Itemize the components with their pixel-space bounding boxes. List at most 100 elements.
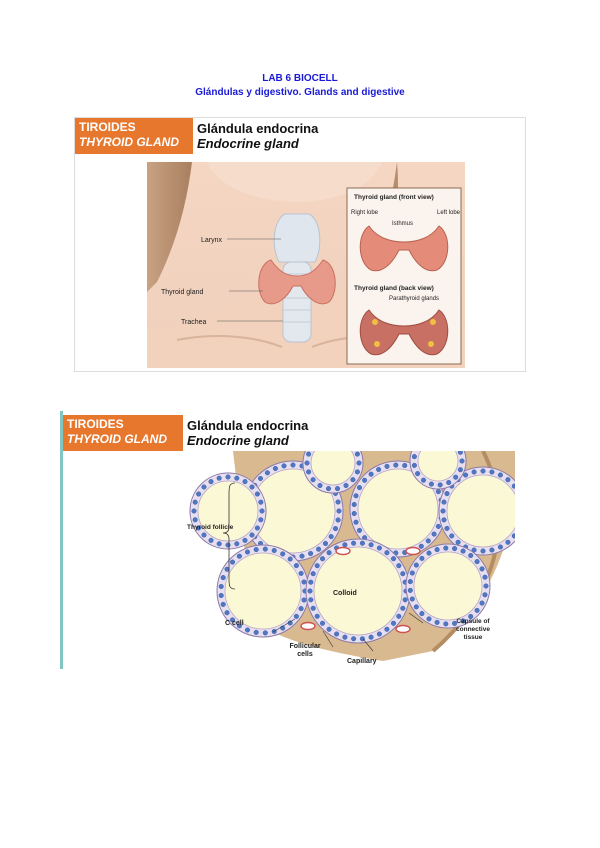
follicular-cell-nucleus — [400, 605, 406, 611]
inset-parathyroid: Parathyroid glands — [389, 296, 439, 302]
follicular-cell-nucleus — [420, 477, 426, 483]
follicular-cell-nucleus — [457, 467, 463, 473]
follicular-cell-nucleus — [505, 477, 511, 483]
capillary — [395, 624, 411, 634]
follicular-cell-nucleus — [281, 463, 287, 469]
follicular-cell-nucleus — [236, 623, 242, 629]
capillary-annotation: Capillary — [347, 658, 377, 665]
parathyroid-gland — [428, 341, 434, 347]
follicular-cell-nucleus — [407, 587, 413, 593]
follicular-cell-nucleus — [208, 479, 214, 485]
follicular-cell-nucleus — [468, 613, 474, 619]
follicular-cell-nucleus — [298, 570, 304, 576]
follicular-cell-nucleus — [328, 534, 334, 540]
follicular-cell-nucleus — [419, 555, 425, 561]
colloid — [413, 551, 483, 621]
follicular-cell-nucleus — [192, 517, 198, 523]
follicular-cell-nucleus — [441, 499, 447, 505]
follicular-cell-nucleus — [334, 631, 340, 637]
follicular-cell-nucleus — [471, 469, 477, 475]
capillary — [300, 621, 316, 631]
follicular-cell-nucleus — [452, 620, 458, 626]
slide1-side-label: Glándula endocrina Endocrine gland — [197, 121, 318, 151]
follicular-cell-nucleus — [413, 562, 419, 568]
follicular-cell-nucleus — [482, 592, 488, 598]
follicular-cell-nucleus — [415, 471, 421, 477]
follicular-cell-nucleus — [351, 540, 357, 546]
follicular-cell-nucleus — [497, 544, 503, 550]
follicle-annotation-1: Thyroid follicle — [187, 524, 234, 531]
follicular-cell-nucleus — [459, 458, 465, 464]
follicular-cell-nucleus — [443, 621, 449, 627]
thyroid-shape — [258, 259, 336, 305]
inset-back-thyroid — [359, 309, 449, 356]
follicular-cell-nucleus — [428, 481, 434, 487]
colloid — [224, 552, 302, 630]
follicular-cell-nucleus — [342, 542, 348, 548]
follicular-cell-nucleus — [236, 553, 242, 559]
follicular-cell-nucleus — [453, 474, 459, 480]
inset-back-title: Thyroid gland (back view) — [354, 285, 434, 292]
follicular-cell-nucleus — [474, 607, 480, 613]
colloid-annotation: Colloid — [333, 590, 357, 597]
follicular-cell-nucleus — [301, 597, 307, 603]
follicular-cell-nucleus — [332, 526, 338, 532]
follicular-cell-nucleus — [319, 556, 325, 562]
follicular-cell-nucleus — [402, 462, 408, 468]
follicular-cell-nucleus — [245, 627, 251, 633]
follicular-cell-nucleus — [431, 531, 437, 537]
colloid — [313, 546, 403, 636]
thyroid-histology-illustration: Colloid — [189, 451, 515, 661]
slide1-side-es: Glándula endocrina — [197, 121, 319, 136]
hair-left — [147, 162, 192, 292]
follicular-cell-nucleus — [354, 451, 360, 457]
follicular-cell-nucleus — [426, 616, 432, 622]
follicular-cell-nucleus — [411, 462, 417, 468]
slide2-side-es: Glándula endocrina — [187, 418, 309, 433]
follicular-cell-nucleus — [293, 563, 299, 569]
follicular-cell-nucleus — [351, 511, 357, 517]
follicular-cell-nucleus — [298, 606, 304, 612]
follicular-cell-nucleus — [437, 482, 443, 488]
follicular-cell-nucleus — [452, 546, 458, 552]
capsule-annotation: Capsule of connective tissue — [456, 618, 490, 641]
follicular-cell-nucleus — [457, 451, 463, 455]
follicular-cell-nucleus — [409, 596, 415, 602]
follicular-cell-nucleus — [280, 551, 286, 557]
follicular-cell-nucleus — [230, 617, 236, 623]
follicular-cell-nucleus — [220, 601, 226, 607]
follicular-cell-nucleus — [353, 519, 359, 525]
follicular-cell-nucleus — [354, 469, 360, 475]
follicular-cell-nucleus — [308, 597, 314, 603]
follicular-cell-nucleus — [225, 474, 231, 480]
follicular-cell-nucleus — [356, 527, 362, 533]
follicular-cell-nucleus — [356, 460, 362, 466]
follicular-cell-nucleus — [362, 477, 368, 483]
follicular-cell-nucleus — [234, 475, 240, 481]
follicular-cell-nucleus — [196, 525, 202, 531]
thyroid-anatomy-illustration: Larynx Thyroid gland Trachea Thyroid gla… — [147, 162, 465, 368]
follicular-cell-nucleus — [262, 546, 268, 552]
follicular-cell-nucleus — [400, 571, 406, 577]
follicular-cell-nucleus — [351, 636, 357, 642]
follicular-cell-nucleus — [308, 579, 314, 585]
follicular-cell-nucleus — [325, 486, 331, 492]
follicular-cell-nucleus — [474, 559, 480, 565]
follicular-cell-nucleus — [426, 550, 432, 556]
follicular-cell-nucleus — [218, 583, 224, 589]
follicular-cell-nucleus — [334, 486, 340, 492]
follicular-cell-nucleus — [396, 563, 402, 569]
follicular-cell-nucleus — [443, 545, 449, 551]
follicular-cell-nucleus — [376, 545, 382, 551]
follicular-cell-nucleus — [306, 469, 312, 475]
follicular-cell-nucleus — [293, 613, 299, 619]
parathyroid-gland — [374, 341, 380, 347]
follicular-cell-nucleus — [480, 468, 486, 474]
jaw — [207, 162, 382, 202]
follicular-cell-nucleus — [310, 571, 316, 577]
follicular-cell-nucleus — [376, 631, 382, 637]
follicular-cell-nucleus — [317, 483, 323, 489]
follicular-cell-nucleus — [489, 547, 495, 553]
follicular-cell-nucleus — [343, 483, 349, 489]
follicular-cell-nucleus — [482, 574, 488, 580]
